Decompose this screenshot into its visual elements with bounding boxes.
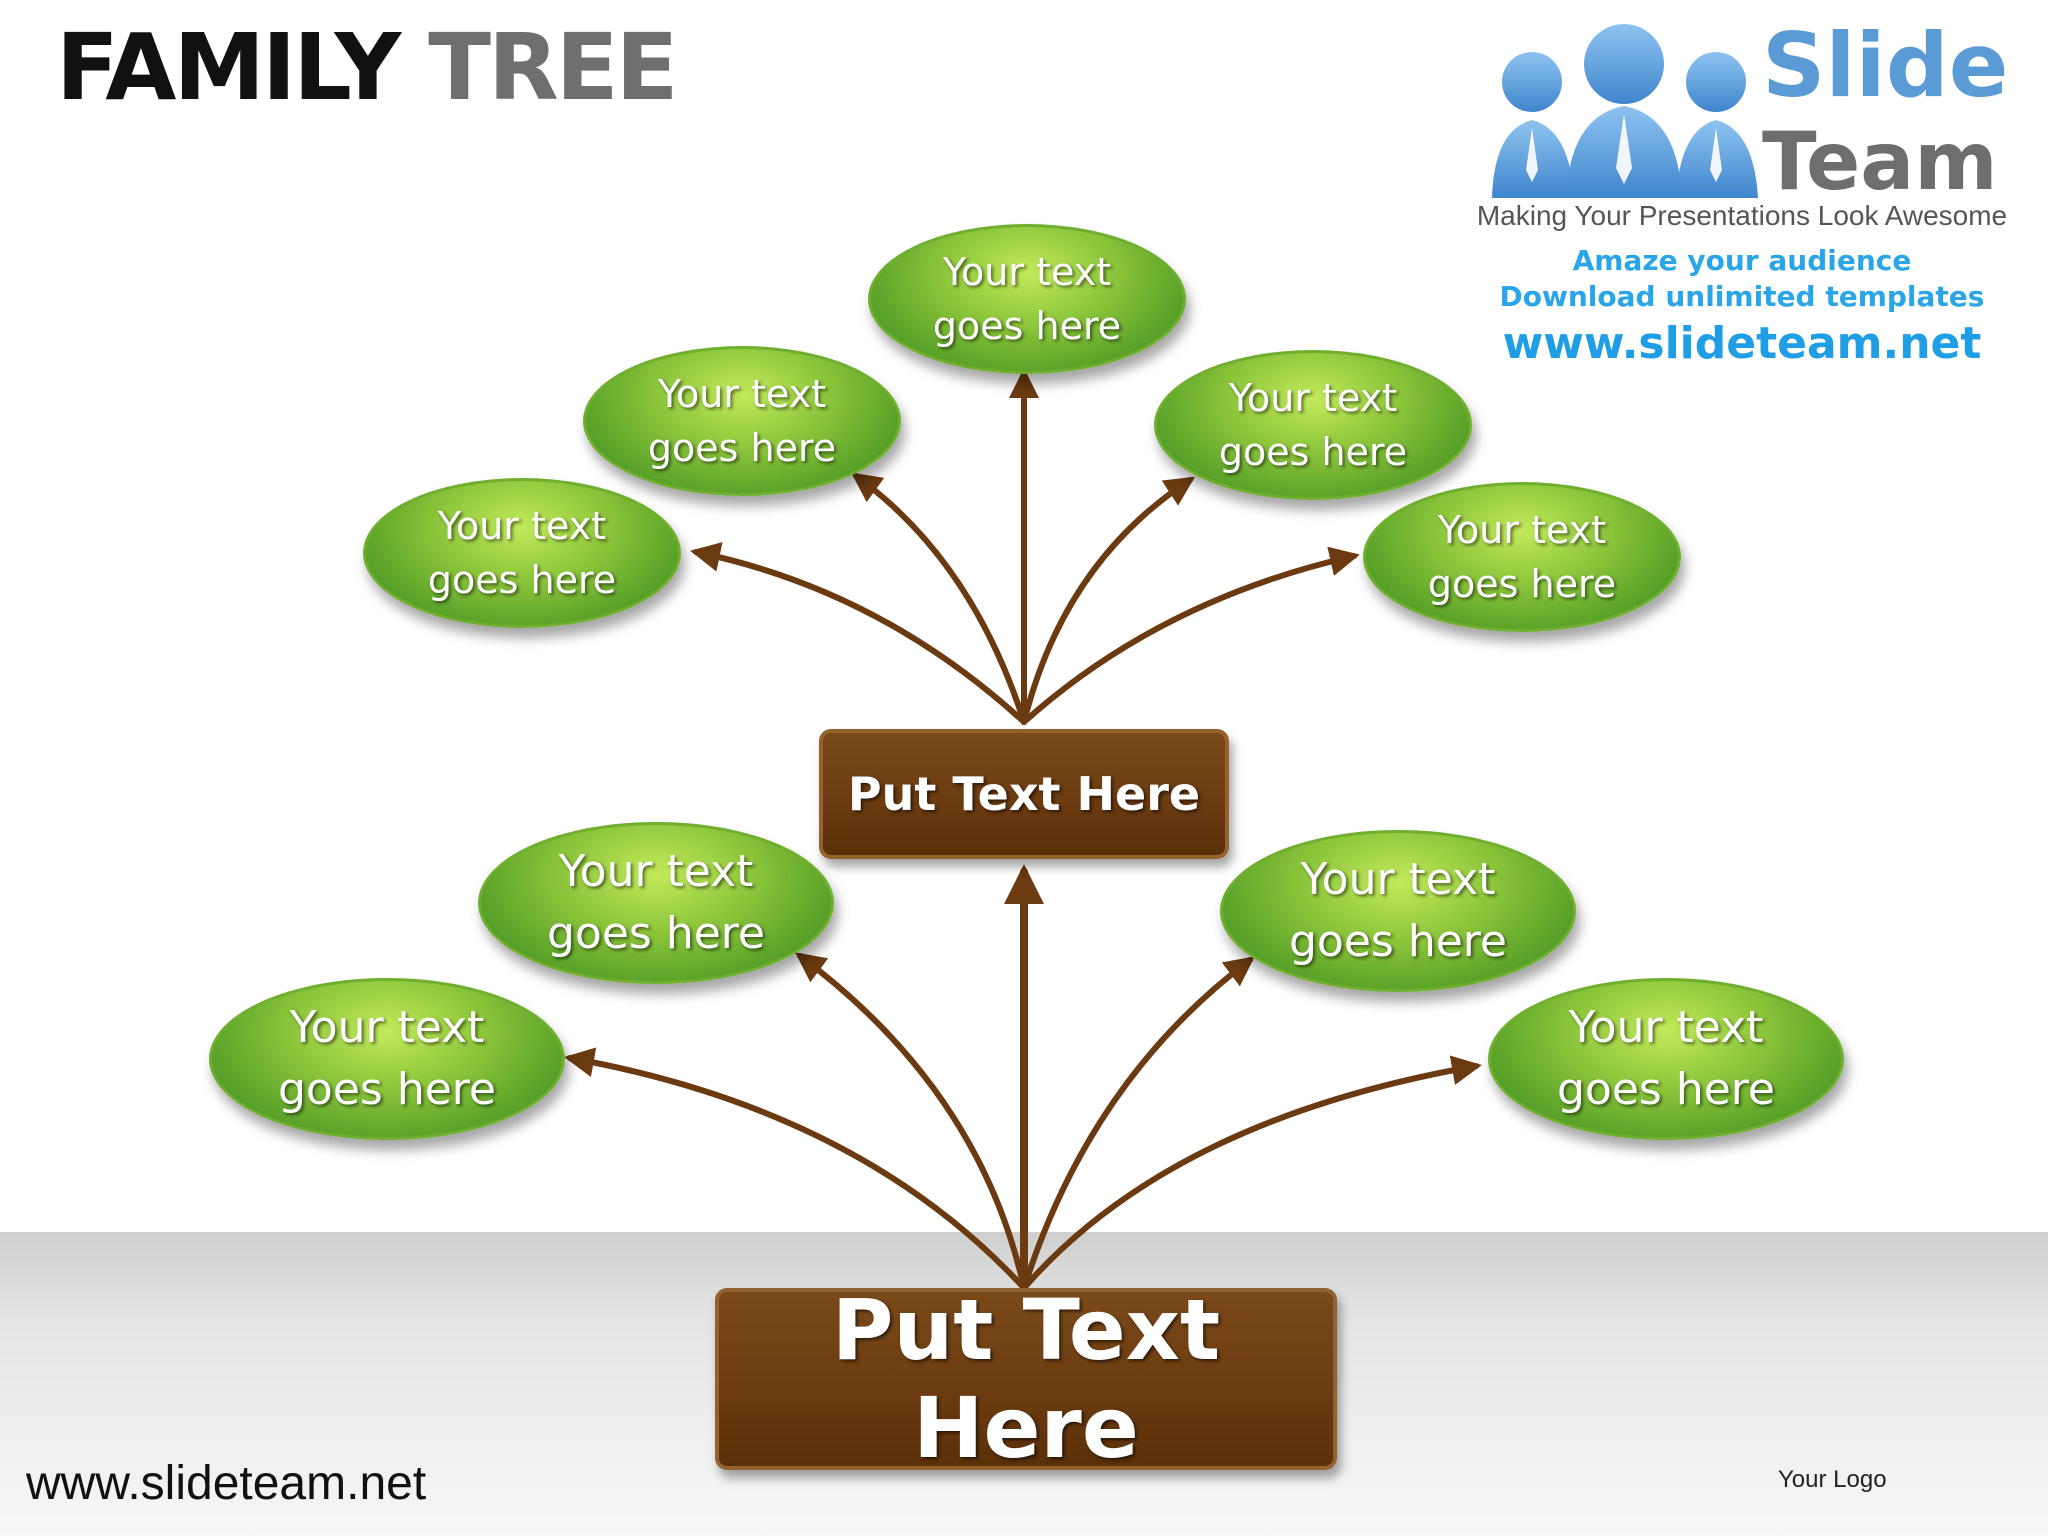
slideteam-people-logo-icon — [1492, 24, 1758, 198]
brand-name-slide: Slide — [1762, 14, 2009, 117]
leaf-text-line1: Your text — [289, 1002, 485, 1053]
leaf-text-line2: goes here — [932, 304, 1122, 348]
arrow-upper-right — [1021, 476, 1196, 725]
lower-leaf-left[interactable]: Your text goes here — [478, 822, 834, 984]
leaf-text-line2: goes here — [427, 558, 617, 602]
leaf-text-line2: goes here — [1427, 562, 1617, 606]
leaf-text-line2: goes here — [278, 1064, 496, 1115]
arrow-upper-left — [851, 472, 1027, 725]
arrow-lower-far-left — [564, 1047, 1027, 1291]
arrow-lower-left — [795, 952, 1027, 1291]
arrow-upper-far-left — [690, 542, 1027, 725]
leaf-text-line1: Your text — [437, 504, 607, 548]
upper-leaf-left[interactable]: Your text goes here — [583, 346, 901, 496]
promo-line-amaze: Amaze your audience — [1572, 244, 1912, 277]
promo-line-download: Download unlimited templates — [1499, 280, 1985, 313]
lower-leaf-far-right[interactable]: Your text goes here — [1488, 978, 1844, 1140]
title-word-family: FAMILY — [56, 14, 401, 121]
leaf-text-line2: goes here — [547, 908, 765, 959]
root-box[interactable]: Put Text Here — [715, 1281, 1337, 1477]
lower-leaf-far-left[interactable]: Your text goes here — [209, 978, 565, 1140]
arrow-lower-far-right — [1021, 1055, 1482, 1291]
leaf-text-line1: Your text — [1437, 508, 1607, 552]
leaf-text-line1: Your text — [1568, 1002, 1764, 1053]
leaf-text-line2: goes here — [647, 426, 837, 470]
logo-placeholder: Your Logo — [1778, 1466, 1887, 1493]
leaf-text-line1: Your text — [558, 846, 754, 897]
leaf-text-line1: Your text — [1228, 376, 1398, 420]
leaf-text-line2: goes here — [1218, 430, 1408, 474]
upper-leaf-right[interactable]: Your text goes here — [1154, 350, 1472, 500]
lower-leaf-right[interactable]: Your text goes here — [1220, 830, 1576, 992]
leaf-text-line1: Your text — [1300, 854, 1496, 905]
leaf-text-line2: goes here — [1289, 916, 1507, 967]
title-word-tree: TREE — [428, 14, 678, 121]
leaf-text-line1: Your text — [942, 250, 1112, 294]
brand-name-team: Team — [1762, 115, 1998, 208]
upper-parent-box[interactable]: Put Text Here — [819, 729, 1229, 859]
arrow-lower-right — [1021, 956, 1255, 1291]
leaf-text-line2: goes here — [1557, 1064, 1775, 1115]
arrow-upper-far-right — [1021, 546, 1360, 725]
upper-parent-label: Put Text Here — [847, 767, 1201, 821]
brand-tagline: Making Your Presentations Look Awesome — [1476, 200, 2008, 231]
upper-leaf-center[interactable]: Your text goes here — [868, 224, 1186, 374]
footer-url[interactable]: www.slideteam.net — [26, 1457, 427, 1510]
root-label: Put Text Here — [831, 1281, 1221, 1477]
upper-leaf-far-left[interactable]: Your text goes here — [363, 478, 681, 628]
upper-leaf-far-right[interactable]: Your text goes here — [1363, 482, 1681, 632]
leaf-text-line1: Your text — [657, 372, 827, 416]
promo-url[interactable]: www.slideteam.net — [1502, 318, 1982, 369]
